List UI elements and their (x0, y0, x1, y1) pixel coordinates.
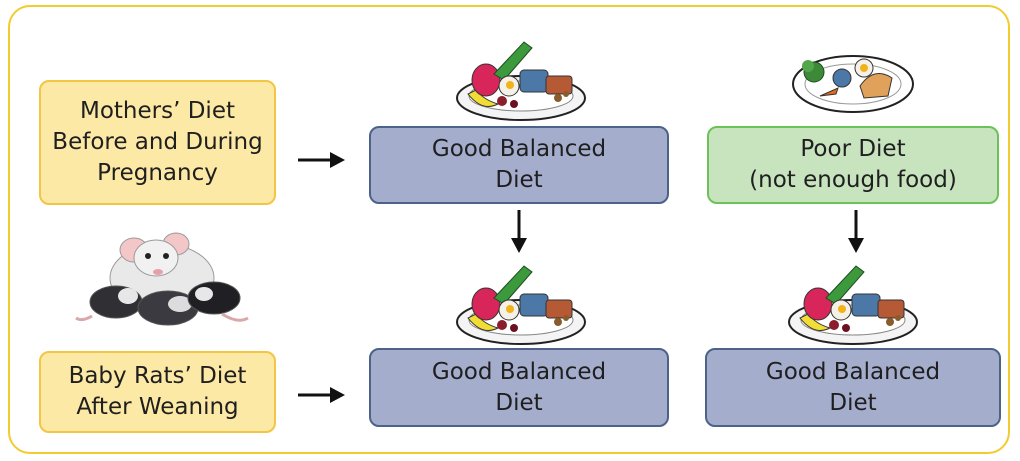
good-diet-top-line-2: Diet (495, 167, 543, 193)
good-diet-box-bottom-left: Good Balanced Diet (369, 348, 669, 427)
full-food-plate-icon (456, 41, 586, 121)
mother-rat-with-babies-icon (75, 232, 249, 326)
full-food-plate-icon-bottom-left (456, 265, 586, 345)
mothers-diet-line-1: Mothers’ Diet (80, 98, 235, 124)
poor-diet-line-2: (not enough food) (749, 167, 957, 193)
sparse-food-plate-icon (792, 55, 914, 113)
poor-diet-line-1: Poor Diet (800, 136, 906, 162)
mothers-diet-label: Mothers’ Diet Before and During Pregnanc… (39, 80, 276, 205)
right-arrow-bottom (298, 387, 345, 403)
mothers-diet-line-3: Pregnancy (97, 160, 218, 186)
good-diet-box-bottom-right: Good Balanced Diet (705, 348, 1001, 427)
down-arrow-left (511, 210, 527, 253)
poor-diet-box: Poor Diet (not enough food) (707, 126, 999, 204)
good-diet-bottom-left-line-2: Diet (495, 389, 543, 416)
good-diet-box-top: Good Balanced Diet (369, 126, 669, 204)
good-diet-bottom-right-line-1: Good Balanced (765, 358, 941, 385)
good-diet-top-line-1: Good Balanced (431, 136, 607, 162)
full-food-plate-icon-bottom-right (788, 265, 918, 345)
baby-diet-line-1: Baby Rats’ Diet (68, 363, 247, 389)
good-diet-bottom-left-line-1: Good Balanced (431, 358, 607, 385)
diagram-frame (8, 5, 1010, 454)
baby-diet-line-2: After Weaning (76, 394, 239, 420)
down-arrow-right (848, 210, 864, 253)
mothers-diet-line-2: Before and During (52, 129, 263, 155)
good-diet-bottom-right-line-2: Diet (829, 389, 877, 416)
right-arrow-top (298, 152, 345, 168)
baby-diet-label: Baby Rats’ Diet After Weaning (39, 351, 276, 433)
